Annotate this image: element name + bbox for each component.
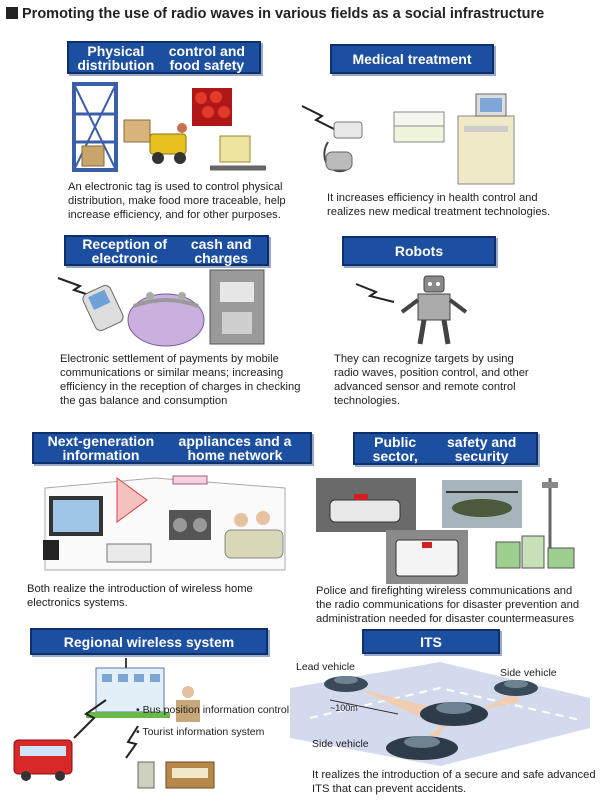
mobile-phone-icon	[82, 285, 124, 331]
lead-vehicle-icon	[324, 676, 368, 692]
regional-heading: Regional wireless system	[30, 628, 268, 655]
medical-heading: Medical treatment	[330, 44, 494, 74]
its-heading: ITS	[362, 629, 500, 654]
operator-person-icon	[176, 686, 200, 722]
tomatoes-photo-icon	[192, 88, 232, 126]
home-description: Both realize the introduction of wireles…	[27, 583, 253, 609]
city-blocks-icon	[495, 535, 575, 569]
tourist-info-terminal-icon	[137, 761, 215, 789]
helicopter-photo-icon	[442, 480, 522, 528]
cash-heading: Reception of electronic cash and charges	[64, 235, 269, 266]
public-illustration	[316, 478, 575, 584]
appliance-device-icon	[106, 543, 152, 563]
right-side-vehicle-icon	[494, 680, 538, 696]
main-vehicle-icon	[420, 702, 488, 726]
robot-icon	[400, 275, 468, 345]
ambulance-photo-icon	[386, 530, 468, 584]
television-icon	[43, 496, 103, 560]
conveyor-box-icon	[210, 135, 266, 171]
blood-pressure-monitor-icon	[323, 121, 363, 173]
cash-description: Electronic settlement of payments by mob…	[60, 353, 301, 407]
page-title-text: Promoting the use of radio waves in vari…	[22, 6, 545, 22]
logistics-description: An electronic tag is used to control phy…	[68, 181, 286, 221]
distance-arrow	[329, 699, 399, 715]
its-label-side-right: Side vehicle	[500, 667, 557, 679]
gas-meter-icon	[209, 269, 265, 345]
regional-bullet-bus: • Bus position information control syste…	[136, 704, 326, 716]
antenna-tower-icon	[542, 478, 558, 548]
its-label-distance: ~100m	[330, 703, 358, 713]
medical-illustration	[301, 93, 515, 185]
robots-illustration	[355, 275, 468, 345]
radio-signal-icon	[116, 477, 148, 523]
city-hall-building-icon	[86, 658, 170, 718]
its-illustration	[290, 662, 590, 766]
public-description: Police and firefighting wireless communi…	[316, 585, 580, 625]
coin-purse-icon	[127, 292, 205, 347]
medical-description: It increases efficiency in health contro…	[327, 192, 551, 218]
bus-icon	[13, 739, 73, 781]
robots-description: They can recognize targets by using radi…	[334, 353, 529, 407]
left-side-vehicle-icon	[386, 736, 458, 760]
radio-wave-icon	[301, 105, 341, 133]
audio-system-icon	[169, 510, 211, 540]
regional-illustration	[13, 658, 215, 789]
its-description: It realizes the introduction of a secure…	[312, 769, 596, 795]
police-car-photo-icon	[316, 478, 416, 532]
home-heading: Next-generation information appliances a…	[32, 432, 312, 464]
lamp-icon	[172, 475, 208, 485]
family-on-sofa-icon	[224, 511, 284, 559]
pill-case-icon	[393, 111, 445, 143]
title-square-icon	[6, 7, 18, 19]
its-label-side-left: Side vehicle	[312, 738, 369, 750]
radio-link-arrow	[73, 699, 107, 739]
logistics-heading: Physical distribution control and food s…	[67, 41, 261, 74]
public-heading: Public sector, safety and security	[353, 432, 538, 465]
forklift-icon	[123, 119, 187, 164]
page-title: Promoting the use of radio waves in vari…	[6, 6, 544, 22]
cash-illustration	[57, 269, 265, 347]
medical-terminal-icon	[457, 93, 515, 185]
radio-wave-icon	[355, 283, 395, 303]
its-label-lead: Lead vehicle	[296, 661, 355, 673]
robots-heading: Robots	[342, 236, 496, 266]
logistics-illustration	[72, 82, 266, 172]
radio-link-arrow	[125, 725, 139, 759]
regional-bullet-tourist: • Tourist information system	[136, 726, 265, 738]
home-illustration	[43, 475, 286, 571]
warehouse-rack-icon	[72, 82, 118, 172]
